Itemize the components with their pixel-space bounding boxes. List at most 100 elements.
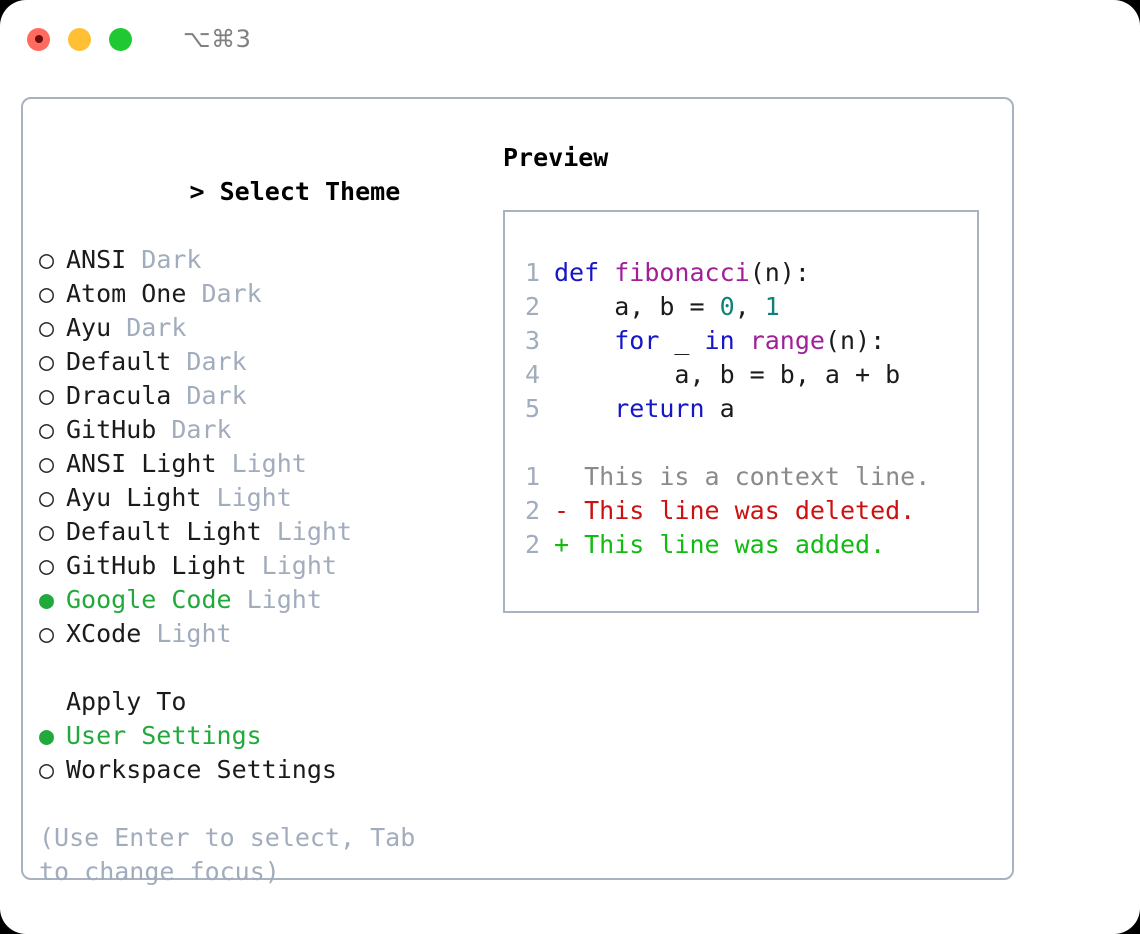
theme-option-tag: Light xyxy=(201,483,292,512)
code-token: 1 xyxy=(764,292,780,321)
code-line: 1 def fibonacci(n): xyxy=(525,256,969,290)
theme-option-label: Atom One xyxy=(66,279,187,308)
theme-option-tag: Dark xyxy=(111,313,187,342)
theme-option-label: XCode xyxy=(66,619,142,648)
code-line: 4 a, b = b, a + b xyxy=(525,358,969,392)
theme-option-ansi[interactable]: ○ANSI Dark xyxy=(39,243,499,277)
diff-line-number: 2 xyxy=(525,530,541,559)
code-token: in xyxy=(704,326,735,355)
radio-unselected-icon: ○ xyxy=(39,483,55,512)
radio-unselected-icon: ○ xyxy=(39,279,55,308)
theme-option-label: Default xyxy=(66,347,172,376)
radio-unselected-icon: ○ xyxy=(39,517,55,546)
code-token xyxy=(554,394,614,423)
code-line-number: 2 xyxy=(525,292,541,321)
theme-option-ayu-light[interactable]: ○ Ayu Light Light xyxy=(39,481,499,515)
theme-option-google-code[interactable]: ● Google Code Light xyxy=(39,583,499,617)
code-token xyxy=(554,326,614,355)
theme-picker-column: > Select Theme ○ANSI Dark○Atom One Dark○… xyxy=(39,141,499,889)
diff-text: This line was deleted. xyxy=(584,496,916,525)
theme-option-label: GitHub xyxy=(66,415,157,444)
radio-selected-icon: ● xyxy=(39,721,55,750)
code-token: (n): xyxy=(824,326,886,355)
title-bar: ⌥⌘3 xyxy=(0,0,1140,78)
preview-title: Preview xyxy=(503,143,609,172)
keyboard-hint-text: (Use Enter to select, Tab to change focu… xyxy=(39,823,431,886)
diff-marker: - xyxy=(554,496,585,525)
diff-line: 2- This line was deleted. xyxy=(525,494,969,528)
theme-option-label: Google Code xyxy=(66,585,232,614)
theme-option-github-light[interactable]: ○GitHub Light Light xyxy=(39,549,499,583)
code-token: a xyxy=(704,394,735,423)
radio-selected-icon: ● xyxy=(39,585,55,614)
radio-unselected-icon: ○ xyxy=(39,381,55,410)
radio-unselected-icon: ○ xyxy=(39,755,55,784)
radio-unselected-icon: ○ xyxy=(39,619,55,648)
close-button[interactable] xyxy=(27,27,50,51)
theme-option-label: Ayu Light xyxy=(66,483,202,512)
code-line-number: 1 xyxy=(525,258,541,287)
code-token xyxy=(735,326,750,355)
code-token: _ xyxy=(659,326,705,355)
code-token: 0 xyxy=(719,292,735,321)
page-title: Select Theme xyxy=(219,177,401,206)
theme-option-github[interactable]: ○ GitHub Dark xyxy=(39,413,499,447)
diff-line-number: 2 xyxy=(525,496,541,525)
theme-option-label: ANSI xyxy=(66,245,127,274)
code-token: fibonacci xyxy=(614,258,750,287)
code-token: a, b = xyxy=(554,292,720,321)
code-token: range xyxy=(749,326,825,355)
code-token: a, b = b, a + b xyxy=(554,360,901,389)
code-line-number: 3 xyxy=(525,326,541,355)
theme-option-default[interactable]: ○Default Dark xyxy=(39,345,499,379)
apply-to-list[interactable]: ● User Settings ○ Workspace Settings xyxy=(39,719,499,787)
radio-unselected-icon: ○ xyxy=(39,245,55,274)
apply-to-option-label: Workspace Settings xyxy=(66,755,337,784)
code-line: 3 for _ in range(n): xyxy=(525,324,969,358)
traffic-light-group xyxy=(27,27,132,51)
apply-to-option-workspace-settings[interactable]: ○ Workspace Settings xyxy=(39,753,499,787)
theme-option-tag: Dark xyxy=(156,415,232,444)
theme-option-dracula[interactable]: ○ Dracula Dark xyxy=(39,379,499,413)
apply-to-title: Apply To xyxy=(66,687,187,716)
theme-option-tag: Dark xyxy=(171,347,247,376)
theme-option-tag: Light xyxy=(141,619,232,648)
code-token: (n): xyxy=(749,258,810,287)
diff-marker xyxy=(554,462,584,491)
theme-option-tag: Dark xyxy=(186,279,262,308)
theme-option-tag: Dark xyxy=(171,381,247,410)
diff-marker: + xyxy=(554,530,585,559)
code-token: return xyxy=(614,394,705,423)
apply-to-option-label: User Settings xyxy=(66,721,262,750)
radio-unselected-icon: ○ xyxy=(39,313,55,342)
apply-to-section: Apply To ● User Settings ○ Workspace Settin… xyxy=(39,685,499,787)
theme-option-default-light[interactable]: ○Default Light Light xyxy=(39,515,499,549)
radio-unselected-icon: ○ xyxy=(39,551,55,580)
theme-option-ansi-light[interactable]: ○ANSI Light Light xyxy=(39,447,499,481)
theme-option-xcode[interactable]: ○ XCode Light xyxy=(39,617,499,651)
diff-line: 1 This is a context line. xyxy=(525,460,969,494)
theme-option-tag: Light xyxy=(246,551,337,580)
theme-option-ayu[interactable]: ○Ayu Dark xyxy=(39,311,499,345)
minimize-button[interactable] xyxy=(68,27,91,51)
diff-text: This line was added. xyxy=(584,530,886,559)
theme-option-atom-one[interactable]: ○ Atom One Dark xyxy=(39,277,499,311)
main-panel: > Select Theme ○ANSI Dark○Atom One Dark○… xyxy=(21,97,1014,886)
radio-unselected-icon: ○ xyxy=(39,449,55,478)
code-line: 2 a, b = 0, 1 xyxy=(525,290,969,324)
diff-line: 2 + This line was added. xyxy=(525,528,969,562)
code-line: 5 return a xyxy=(525,392,969,426)
radio-unselected-icon: ○ xyxy=(39,415,55,444)
theme-list[interactable]: ○ANSI Dark○Atom One Dark○Ayu Dark○Defaul… xyxy=(39,243,499,651)
code-token: , xyxy=(734,292,765,321)
zoom-button[interactable] xyxy=(109,27,132,51)
code-diff-separator xyxy=(525,426,969,460)
diff-text: This is a context line. xyxy=(584,462,931,491)
header-caret: > xyxy=(189,177,220,206)
code-line-number: 5 xyxy=(525,394,541,423)
apply-to-option-user-settings[interactable]: ● User Settings xyxy=(39,719,499,753)
theme-option-label: Dracula xyxy=(66,381,172,410)
theme-option-tag: Light xyxy=(231,585,322,614)
code-token: def xyxy=(554,258,615,287)
